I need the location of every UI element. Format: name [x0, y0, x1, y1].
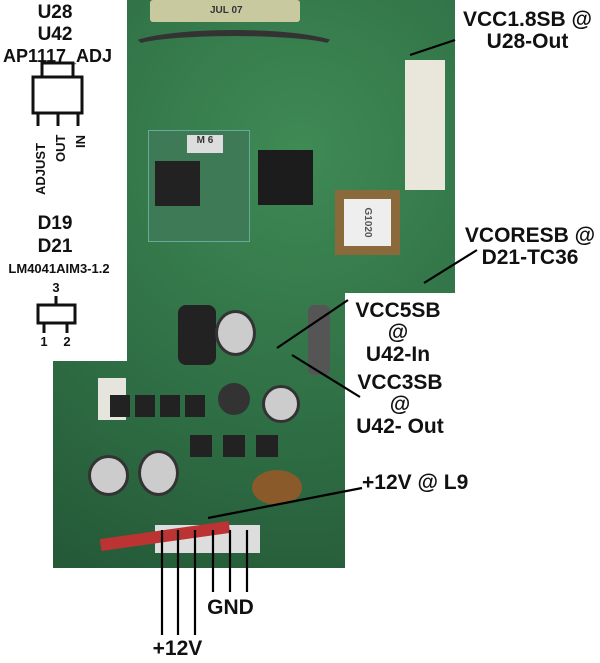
- reference-part: LM4041AIM3-1.2: [8, 261, 110, 276]
- inductor: [218, 383, 250, 415]
- pin-1: 1: [40, 334, 48, 349]
- leader-vcoresb: [423, 249, 478, 284]
- pin-in: IN: [73, 135, 88, 148]
- pin-out: OUT: [53, 134, 68, 162]
- capacitor: [262, 385, 300, 423]
- leader-vcc3sb: [291, 354, 361, 398]
- callout-12v-l9: +12V @ L9: [362, 471, 469, 494]
- connector-white: [405, 60, 445, 190]
- callout-vcc5sb: VCC5SB @U42-In: [355, 299, 441, 367]
- leader-12v-l9: [207, 486, 363, 520]
- cable: [128, 30, 340, 64]
- mosfets: [190, 435, 280, 457]
- reference-ref-1: D19: [37, 213, 73, 234]
- pin-3: 3: [52, 280, 60, 295]
- leader-vcc18sb: [409, 38, 456, 57]
- module-board: M 6: [148, 130, 250, 242]
- sticker: JUL 07: [150, 0, 300, 22]
- regulator-ref-2: U42: [37, 24, 73, 45]
- leader-vcc5sb: [276, 299, 349, 349]
- capacitor: [88, 455, 129, 496]
- reference-ref-2: D21: [37, 236, 73, 257]
- regulator-part: AP1117_ADJ: [2, 46, 113, 66]
- regulator-ref-1: U28: [37, 2, 73, 23]
- inductor-l9: [252, 470, 302, 505]
- callout-vcc3sb: VCC3SB @U42- Out: [356, 371, 444, 439]
- ic-chip: [258, 150, 313, 205]
- capacitor: [138, 450, 179, 496]
- capacitor: [215, 310, 256, 356]
- 12v-label: +12V: [152, 637, 203, 660]
- plcc-socket: G1020: [335, 190, 400, 255]
- pin-adjust: ADJUST: [33, 142, 48, 195]
- gnd-label: GND: [207, 596, 254, 619]
- inductor: [178, 305, 216, 365]
- callout-vcc18sb: VCC1.8SB @U28-Out: [462, 8, 592, 54]
- pin-2: 2: [63, 334, 71, 349]
- mosfets: [110, 395, 210, 417]
- callout-vcoresb: VCORESB @D21-TC36: [464, 224, 596, 270]
